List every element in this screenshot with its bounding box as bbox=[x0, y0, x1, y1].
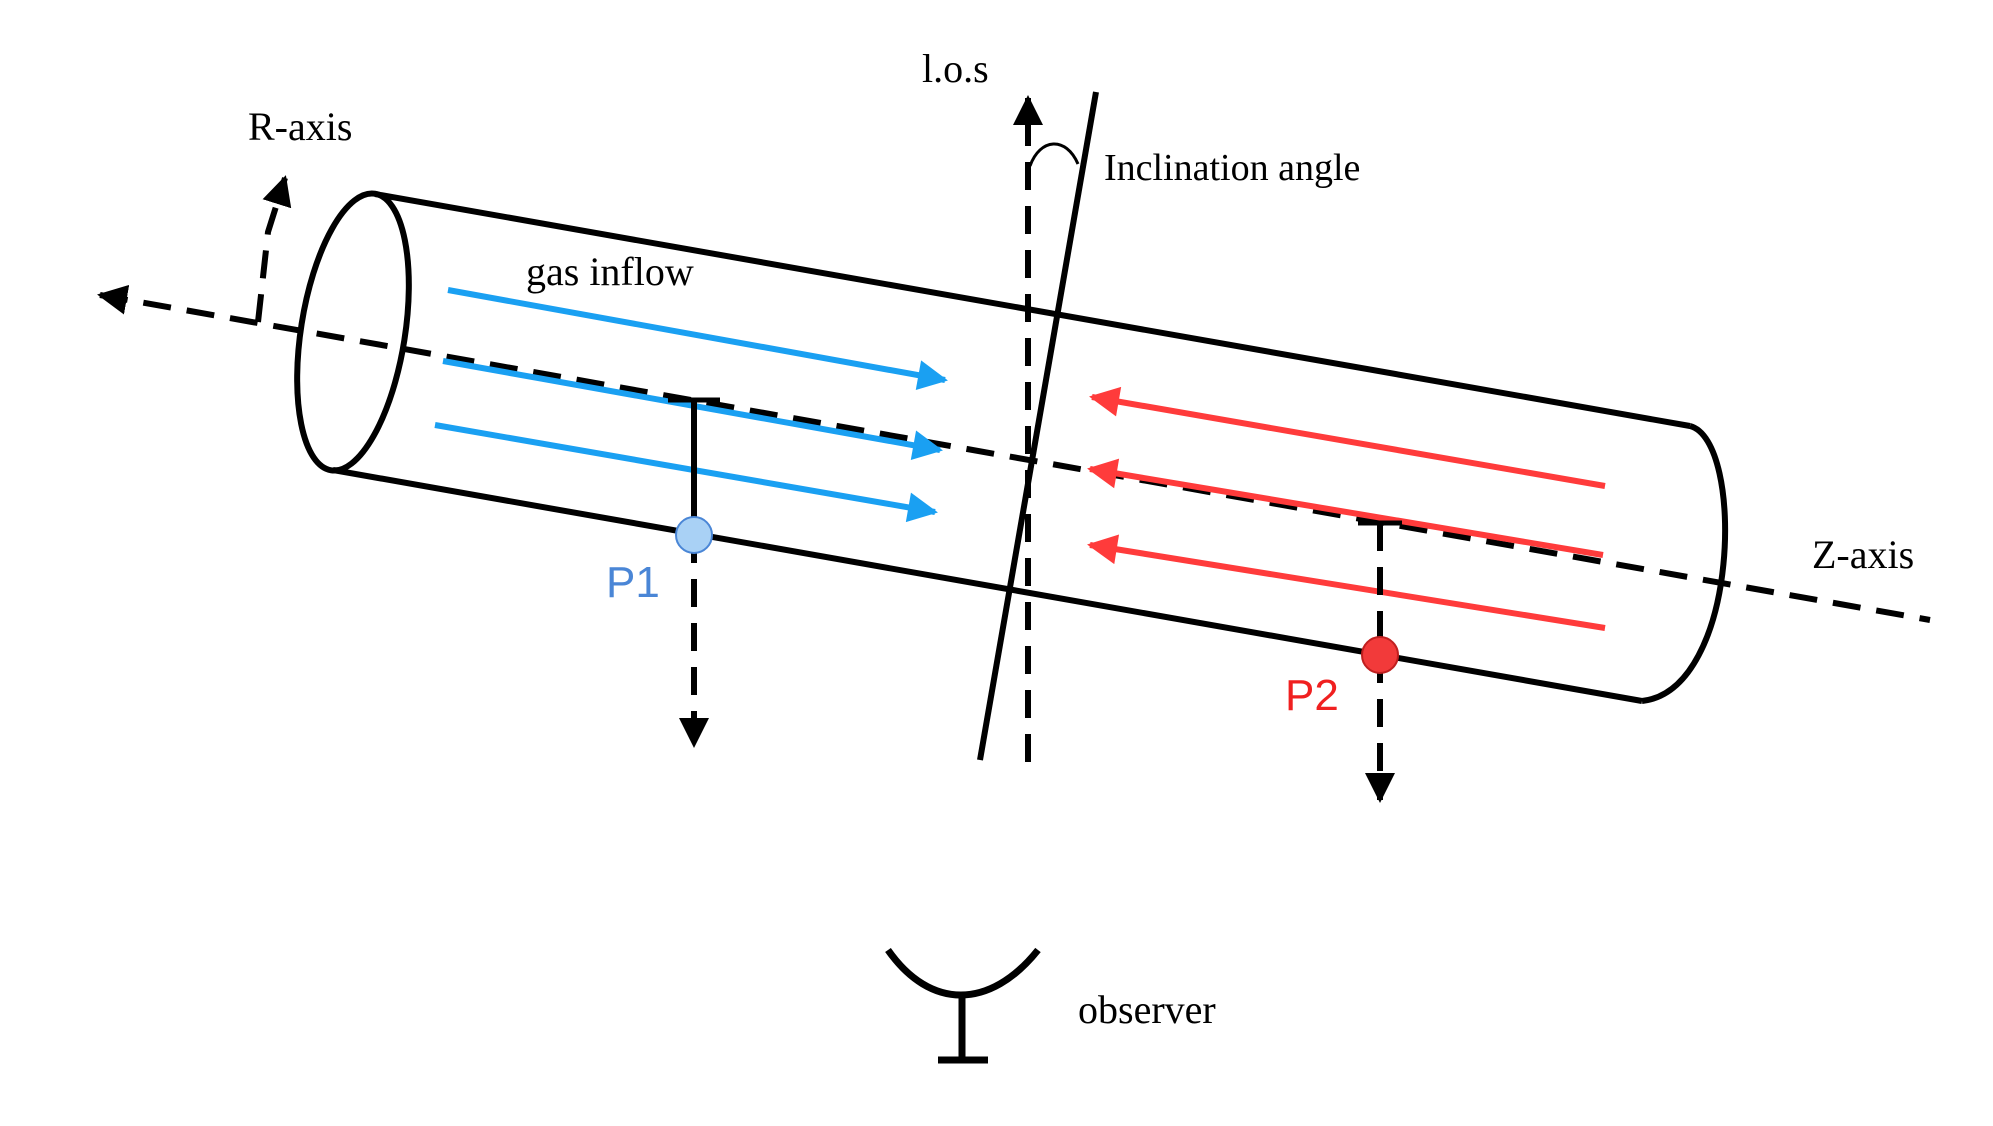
cylinder bbox=[294, 190, 1729, 704]
blue-inflow-arrow-top bbox=[447, 287, 948, 390]
inclination-angle-arc bbox=[1028, 142, 1080, 167]
cylinder-right-cap bbox=[1641, 423, 1729, 704]
observer-dish-bowl bbox=[885, 947, 1041, 999]
cylinder-bottom-edge bbox=[332, 467, 1643, 704]
z-axis-label: Z-axis bbox=[1812, 532, 1914, 577]
cylinder-top-edge bbox=[374, 191, 1691, 429]
r-axis-label: R-axis bbox=[248, 104, 352, 149]
cylinder-left-cap bbox=[294, 190, 412, 474]
inclination-angle-label: Inclination angle bbox=[1104, 147, 1360, 189]
red-inflow-arrow-top bbox=[1089, 386, 1606, 489]
gas-inflow-red-arrows bbox=[1087, 386, 1606, 631]
p2-projection bbox=[1358, 520, 1402, 803]
inclination-plane-line bbox=[977, 91, 1099, 761]
los-label: l.o.s bbox=[922, 46, 989, 91]
p1-point-marker bbox=[675, 516, 713, 554]
p1-projection bbox=[668, 397, 720, 748]
r-axis-line bbox=[255, 175, 292, 323]
blue-inflow-arrow-bottom bbox=[434, 422, 938, 523]
p1-label: P1 bbox=[606, 558, 660, 607]
p2-point-marker bbox=[1361, 636, 1399, 674]
red-inflow-arrow-bottom bbox=[1087, 534, 1606, 631]
observer-dish-icon bbox=[885, 947, 1041, 1064]
p2-label: P2 bbox=[1285, 671, 1339, 720]
observer-label: observer bbox=[1078, 987, 1216, 1032]
gas-inflow-label: gas inflow bbox=[526, 249, 694, 294]
z-axis-line bbox=[97, 284, 1931, 623]
red-inflow-arrow-middle bbox=[1087, 458, 1604, 558]
